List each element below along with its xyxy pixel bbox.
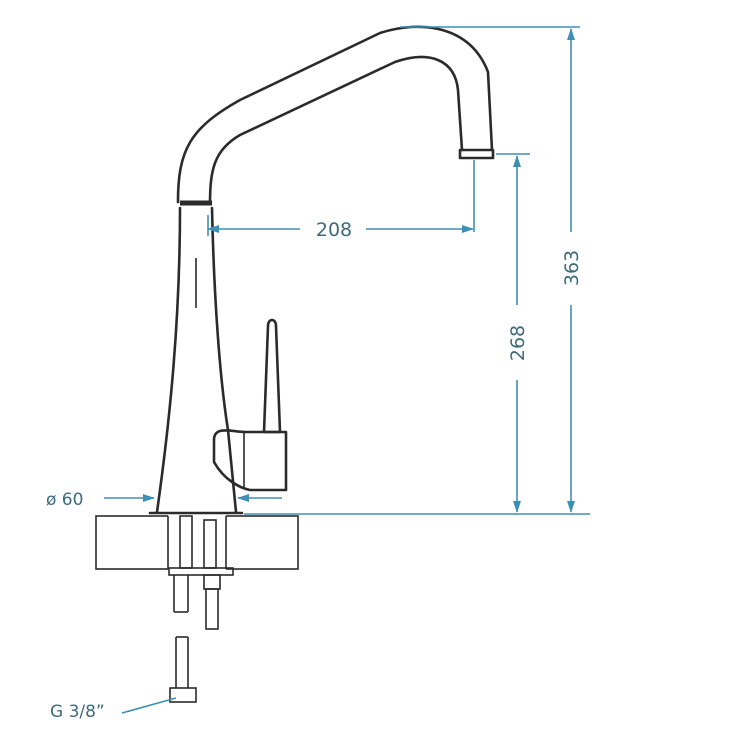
under-counter-fittings bbox=[168, 515, 234, 703]
total-height-label: 363 bbox=[561, 250, 583, 286]
spout-height-label: 268 bbox=[507, 325, 529, 361]
connection-thread-label: G 3/8” bbox=[50, 702, 105, 722]
countertop-section bbox=[95, 514, 299, 571]
faucet-body bbox=[148, 25, 495, 515]
reach-dimension-label: 208 bbox=[316, 219, 352, 241]
dimension-lines bbox=[104, 26, 590, 714]
thread-leader-line bbox=[121, 697, 177, 714]
base-diameter-label: ø 60 bbox=[46, 490, 83, 510]
